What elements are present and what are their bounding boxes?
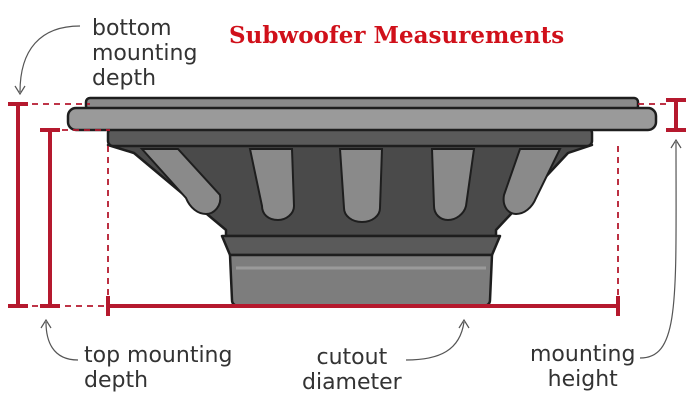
arrow-top-depth-head [40, 318, 52, 329]
callout-arrows [14, 25, 682, 361]
arrow-cutout [405, 321, 465, 361]
arrow-bottom-depth-head [14, 85, 26, 96]
arrow-bottom-depth [19, 25, 81, 93]
cone-band [220, 234, 502, 257]
speaker-rim [66, 106, 658, 132]
label-top-mounting-depth: top mounting depth [84, 343, 232, 393]
label-line: mounting [530, 342, 636, 367]
dimension-bars [8, 98, 686, 316]
arrow-mounting-height [639, 141, 677, 359]
arrow-top-depth [45, 321, 79, 361]
cone-rib-1 [139, 148, 222, 216]
arrow-mounting-height-head [670, 138, 682, 149]
label-line: mounting [92, 41, 198, 66]
label-line: cutout [316, 345, 388, 370]
cone-rib-2 [248, 148, 296, 222]
label-bottom-mounting-depth: bottom mounting depth [92, 16, 197, 91]
label-mounting-height: mounting height [530, 342, 635, 392]
cone-rib-3 [338, 148, 384, 224]
label-line: diameter [302, 370, 402, 395]
label-cutout-diameter: cutout diameter [302, 345, 402, 395]
cone-rib-4 [430, 148, 476, 222]
label-line: depth [84, 368, 149, 393]
cone-rib-5 [502, 148, 562, 216]
label-line: height [547, 367, 618, 392]
diagram-title: Subwoofer Measurements [229, 22, 565, 49]
arrow-cutout-head [458, 318, 470, 329]
speaker-magnet [228, 253, 494, 308]
label-line: depth [92, 66, 157, 91]
label-line: bottom [92, 16, 172, 41]
label-line: top mounting [84, 343, 233, 368]
cone-ribs [139, 148, 562, 224]
